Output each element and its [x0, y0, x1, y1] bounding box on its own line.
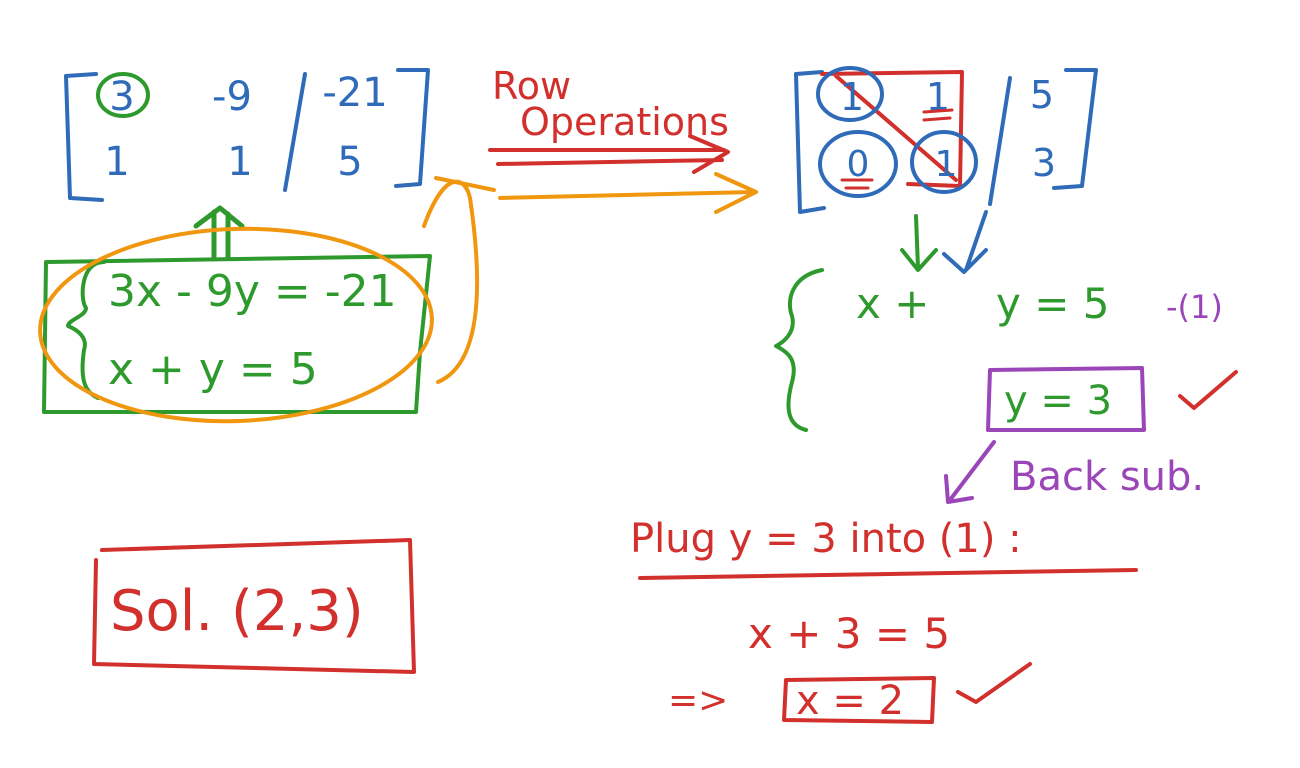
reduced-eq1-left: x + [856, 279, 929, 328]
plug-text: Plug y = 3 into (1) : [630, 516, 1022, 562]
solution-border [92, 538, 416, 674]
purple-arrow [944, 440, 996, 504]
pivot-circle-1 [816, 66, 884, 122]
reduced-divider [988, 76, 1012, 206]
reduced-r2c1: 0 [847, 144, 870, 185]
matrix-r2c2: 1 [227, 139, 252, 185]
x-result-box [782, 676, 936, 724]
matrix-r1c3: -21 [322, 70, 387, 116]
reduced-right-bracket [1052, 68, 1098, 190]
reduced-r1c3: 5 [1030, 73, 1054, 117]
back-substitution: Back sub. Plug y = 3 into (1) : x + 3 = … [630, 440, 1204, 724]
zero-circle [818, 130, 898, 198]
matrix-divider [283, 72, 307, 192]
pivot-circle-2 [910, 130, 978, 194]
up-arrow [193, 205, 245, 261]
solution-text: Sol. (2,3) [110, 579, 364, 644]
reduced-r2c3: 3 [1032, 141, 1056, 185]
implies-symbol: => [668, 680, 728, 721]
green-down-arrow [900, 214, 938, 272]
reduced-r1c1: 1 [840, 75, 864, 119]
matrix-r1c1: 3 [109, 74, 134, 120]
reduced-r2c2: 1 [935, 144, 958, 185]
matrix-right-bracket [394, 68, 430, 188]
red-double-arrow [488, 134, 730, 174]
pivot-circle [96, 72, 150, 118]
system-box [42, 254, 432, 414]
blue-down-arrow [942, 210, 988, 274]
augmented-matrix: 3 -9 -21 1 1 5 [64, 68, 430, 202]
underline-marks [840, 108, 954, 190]
reduced-left-bracket [794, 70, 826, 214]
check-mark-1 [1178, 370, 1238, 410]
reduced-matrix: 1 1 5 0 1 3 [794, 66, 1098, 214]
red-triangle [820, 70, 964, 188]
check-mark-2 [956, 662, 1032, 704]
matrix-r2c1: 1 [104, 139, 129, 185]
system-eq1: 3x - 9y = -21 [108, 266, 397, 317]
equation-tag: -(1) [1166, 288, 1223, 326]
matrix-r1c2: -9 [212, 74, 252, 120]
reduced-brace [774, 268, 824, 432]
orange-arrow [498, 172, 758, 214]
y-result-box [986, 366, 1146, 432]
system-brace [66, 260, 106, 400]
orange-curve-arrow [422, 176, 496, 384]
equation-system: 3x - 9y = -21 x + y = 5 [38, 226, 434, 424]
row-operations: Row Operations [488, 64, 758, 214]
reduced-eq2: y = 3 [1004, 378, 1112, 424]
row-ops-line1: Row [492, 64, 571, 108]
back-sub-label: Back sub. [1010, 454, 1204, 500]
matrix-left-bracket [64, 72, 104, 202]
result-equation: x = 2 [796, 678, 904, 724]
solution-box: Sol. (2,3) [92, 538, 416, 674]
reduced-eq1-right: y = 5 [996, 279, 1109, 328]
step-equation: x + 3 = 5 [748, 609, 950, 658]
system-eq2: x + y = 5 [108, 344, 318, 395]
plug-underline [638, 568, 1138, 580]
matrix-r2c3: 5 [337, 139, 362, 185]
orange-loop [38, 226, 434, 424]
reduced-system: x + y = 5 -(1) y = 3 [774, 268, 1238, 432]
